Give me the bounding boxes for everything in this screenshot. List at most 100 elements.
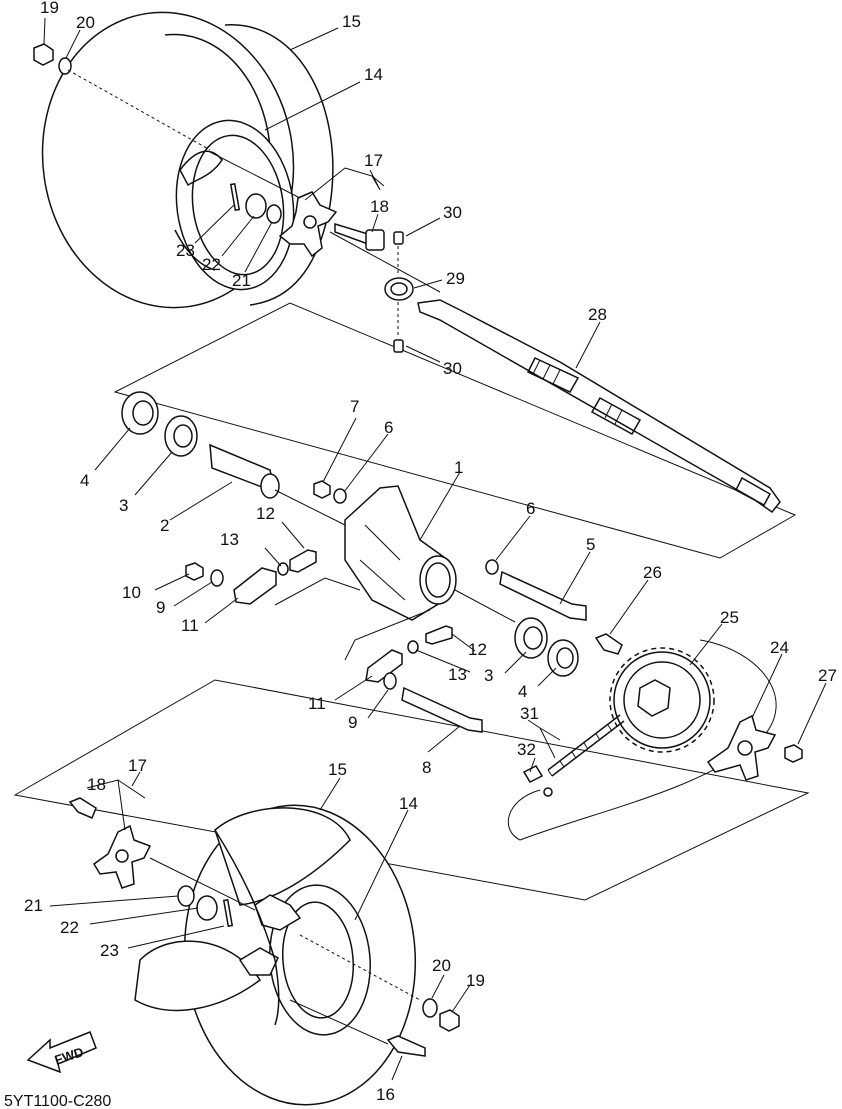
callout-19-upper: 19: [40, 0, 59, 17]
callout-22-upper: 22: [202, 255, 221, 274]
nut-19-upper: [33, 43, 54, 66]
sprocket-group: [594, 633, 715, 753]
bolt-5: [499, 570, 587, 621]
bolt-12-lower: [425, 625, 453, 645]
upper-assembly-outline: [113, 302, 797, 559]
nut-10: [185, 562, 204, 581]
callout-18-lower: 18: [87, 775, 106, 794]
washer-9-upper: [210, 569, 224, 587]
hub-24: [706, 714, 777, 781]
callout-5: 5: [586, 535, 595, 554]
washer-21-upper: [266, 204, 282, 224]
upper-hub-parts: [33, 43, 441, 293]
callout-28: 28: [588, 305, 607, 324]
hub-17-lower: [93, 824, 152, 889]
callout-6-left: 6: [384, 418, 393, 437]
lower-assembly-outline: [13, 679, 810, 901]
callout-9-upper: 9: [156, 598, 165, 617]
callout-22-lower: 22: [60, 918, 79, 937]
sprocket-hub-group: [706, 714, 803, 781]
callout-6-right: 6: [526, 499, 535, 518]
nut-22-lower: [196, 895, 218, 921]
callout-32: 32: [517, 740, 536, 759]
right-bearing-group: [514, 617, 579, 677]
nut-27: [784, 744, 803, 763]
bearing-3-right: [514, 617, 548, 659]
callout-25: 25: [720, 608, 739, 627]
set-screw-30-top: [393, 231, 404, 245]
washer-6-left: [333, 488, 347, 504]
lower-rear-wheel: [134, 804, 417, 1106]
callout-26: 26: [643, 563, 662, 582]
callout-16: 16: [376, 1085, 395, 1104]
callout-labels: 19 20 15 14 17 18 23 22 21 30 29 28 30 7…: [24, 0, 837, 1104]
master-link-32: [522, 765, 544, 783]
bolt-18-upper: [334, 222, 369, 246]
washer-20-lower: [422, 998, 438, 1018]
callout-3-left: 3: [119, 496, 128, 515]
leader-lines: [43, 17, 827, 1081]
washer-21-lower: [177, 885, 195, 907]
chain-adjuster-upper: [185, 549, 361, 606]
callout-15-lower: 15: [328, 760, 347, 779]
callout-15-upper: 15: [342, 12, 361, 31]
callout-10: 10: [122, 583, 141, 602]
callout-24: 24: [770, 638, 789, 657]
bolt-26: [594, 633, 623, 655]
callout-3-right: 3: [484, 666, 493, 685]
bolt-8: [401, 686, 483, 733]
adjuster-11-upper: [233, 567, 277, 605]
callout-27: 27: [818, 666, 837, 685]
callout-30-lower: 30: [443, 359, 462, 378]
nut-22-upper: [245, 193, 267, 219]
washer-13-lower: [407, 640, 419, 654]
callout-11-upper: 11: [181, 616, 199, 635]
set-screw-30-bottom: [393, 339, 404, 353]
rear-axle-28: [417, 299, 781, 514]
left-bearing-group: [121, 391, 280, 499]
valve-16: [386, 1035, 426, 1057]
oil-seal-4-right: [547, 639, 579, 677]
callout-13-upper: 13: [220, 530, 239, 549]
callout-30-upper: 30: [443, 203, 462, 222]
forward-arrow-icon: FWD: [26, 1031, 97, 1074]
callout-14-upper: 14: [364, 65, 383, 84]
callout-13-lower: 13: [448, 665, 467, 684]
bolt-18-lower: [68, 797, 97, 819]
nut-19-lower: [439, 1009, 460, 1032]
callout-12-upper: 12: [256, 504, 275, 523]
callout-19-lower: 19: [466, 971, 485, 990]
washer-20-upper: [58, 57, 72, 75]
callout-4-right: 4: [518, 682, 527, 701]
hub-17-upper: [278, 191, 338, 258]
callout-21-lower: 21: [24, 896, 43, 915]
callout-11-lower: 11: [308, 694, 326, 713]
nut-7: [313, 480, 331, 499]
diagram-code: 5YT1100-C280: [4, 1093, 111, 1109]
callout-12-lower: 12: [468, 640, 487, 659]
cotter-pin-23-upper: [229, 182, 241, 212]
callout-2: 2: [160, 516, 169, 535]
callout-18-upper: 18: [370, 197, 389, 216]
axle-nut-group: [384, 231, 414, 353]
bolt-12-upper: [289, 549, 317, 573]
axle-nut-29: [384, 277, 414, 301]
callout-1: 1: [454, 458, 463, 477]
callout-14-lower: 14: [399, 794, 418, 813]
washer-9-lower: [383, 672, 397, 690]
upper-rear-wheel: [41, 11, 334, 309]
callout-23-upper: 23: [176, 241, 195, 260]
drive-chain-31: [507, 639, 777, 841]
lower-hub-parts: [68, 797, 460, 1057]
chain-adjuster-lower: [344, 609, 483, 733]
callout-17-upper: 17: [364, 151, 383, 170]
callout-4-left: 4: [80, 471, 89, 490]
washer-6-right: [485, 559, 499, 575]
callout-31: 31: [520, 704, 539, 723]
sprocket-25: [613, 651, 711, 749]
callout-21-upper: 21: [232, 271, 251, 290]
callout-29: 29: [446, 269, 465, 288]
bearing-3-left: [164, 415, 198, 457]
callout-20-upper: 20: [76, 13, 95, 32]
